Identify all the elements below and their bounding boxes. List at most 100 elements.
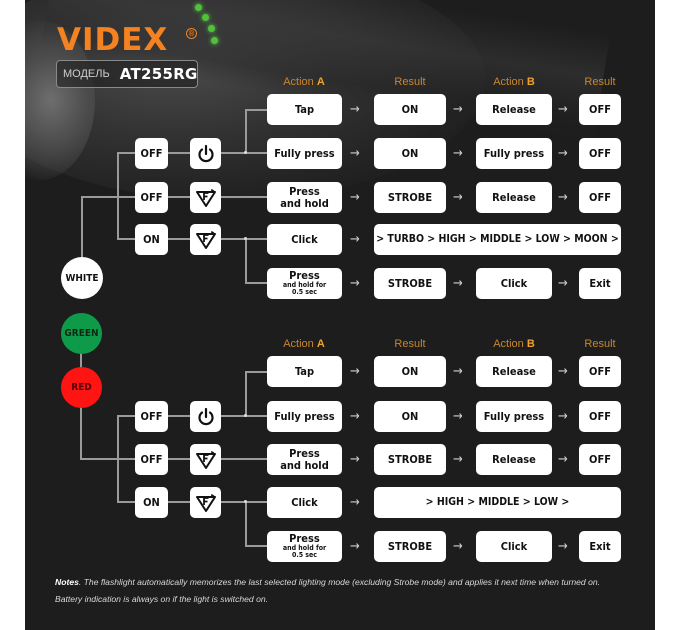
- connector-line: [80, 407, 82, 459]
- result-box: Exit: [579, 531, 621, 562]
- brand-logo: VIDEX: [57, 22, 169, 58]
- arrow-icon: →: [453, 364, 463, 379]
- notes: Notes. The flashlight automatically memo…: [55, 574, 655, 608]
- header-result: Result: [584, 76, 616, 88]
- state-box-on: ON: [135, 224, 168, 255]
- connector-line: [117, 415, 135, 417]
- connector-line: [81, 196, 135, 198]
- f-mode-icon: [195, 493, 216, 512]
- connector-line: [117, 415, 119, 502]
- state-box-off: OFF: [135, 182, 168, 213]
- junction-dot: [244, 237, 247, 240]
- connector-line: [245, 371, 247, 416]
- connector-line: [245, 371, 267, 373]
- result-box: OFF: [579, 182, 621, 213]
- mode-green: GREEN: [61, 313, 102, 354]
- action-a-line: Press: [289, 446, 320, 460]
- arrow-icon: →: [558, 102, 568, 117]
- arrow-icon: →: [350, 452, 360, 467]
- result-box: OFF: [579, 444, 621, 475]
- connector-line: [245, 109, 247, 153]
- action-a-box: Press and hold: [267, 444, 342, 475]
- power-button: [190, 401, 221, 432]
- action-b-box: Release: [476, 94, 552, 125]
- mode-button: [190, 224, 221, 255]
- action-a-line: and hold for: [282, 280, 327, 289]
- action-a-line: Press: [289, 184, 320, 198]
- indicator-led: [211, 37, 218, 44]
- action-a-box: Click: [267, 487, 342, 518]
- arrow-icon: →: [350, 146, 360, 161]
- arrow-icon: →: [453, 539, 463, 554]
- header-action-a: Action A: [283, 338, 325, 350]
- notes-label: Notes: [55, 577, 79, 587]
- action-a-box: Press and hold for 0.5 sec: [267, 531, 342, 562]
- mode-button: [190, 444, 221, 475]
- action-b-box: Fully press: [476, 138, 552, 169]
- action-a-box: Press and hold: [267, 182, 342, 213]
- state-box-off: OFF: [135, 138, 168, 169]
- arrow-icon: →: [453, 146, 463, 161]
- arrow-icon: →: [350, 539, 360, 554]
- action-a-line: and hold: [280, 196, 329, 210]
- result-box: ON: [374, 356, 446, 387]
- connector-line: [245, 282, 267, 284]
- f-mode-icon: [195, 450, 216, 469]
- action-b-box: Click: [476, 531, 552, 562]
- power-icon: [197, 144, 214, 162]
- header-result: Result: [394, 338, 426, 350]
- arrow-icon: →: [350, 409, 360, 424]
- arrow-icon: →: [558, 190, 568, 205]
- action-b-box: Click: [476, 268, 552, 299]
- arrow-icon: →: [558, 539, 568, 554]
- action-a-box: Press and hold for 0.5 sec: [267, 268, 342, 299]
- action-a-box: Tap: [267, 356, 342, 387]
- connector-line: [117, 238, 135, 240]
- result-box: ON: [374, 138, 446, 169]
- arrow-icon: →: [453, 276, 463, 291]
- header-result: Result: [394, 76, 426, 88]
- arrow-icon: →: [350, 190, 360, 205]
- connector-line: [80, 352, 82, 368]
- notes-text: . The flashlight automatically memorizes…: [78, 577, 601, 587]
- model-badge: МОДЕЛЬ AT255RG: [56, 60, 198, 88]
- registered-mark: ®: [186, 28, 197, 39]
- mode-red: RED: [61, 367, 102, 408]
- connector-line: [81, 196, 83, 257]
- action-b-box: Release: [476, 182, 552, 213]
- power-button: [190, 138, 221, 169]
- connector-line: [117, 152, 119, 239]
- arrow-icon: →: [558, 146, 568, 161]
- connector-line: [168, 501, 190, 503]
- result-box: OFF: [579, 356, 621, 387]
- arrow-icon: →: [558, 452, 568, 467]
- connector-line: [168, 415, 190, 417]
- result-box: Exit: [579, 268, 621, 299]
- result-box: STROBE: [374, 268, 446, 299]
- connector-line: [245, 545, 267, 547]
- connector-line: [221, 196, 267, 198]
- model-label: МОДЕЛЬ: [63, 68, 110, 80]
- result-box: OFF: [579, 138, 621, 169]
- result-box: STROBE: [374, 182, 446, 213]
- connector-line: [117, 152, 135, 154]
- mode-white: WHITE: [61, 257, 103, 299]
- action-a-line: and hold: [280, 458, 329, 472]
- connector-line: [168, 238, 190, 240]
- action-a-line: 0.5 sec: [291, 551, 318, 560]
- model-value: AT255RG: [119, 65, 198, 83]
- arrow-icon: →: [558, 409, 568, 424]
- arrow-icon: →: [453, 452, 463, 467]
- connector-line: [245, 501, 247, 546]
- action-a-box: Fully press: [267, 401, 342, 432]
- action-a-line: Press: [289, 532, 320, 546]
- action-a-box: Fully press: [267, 138, 342, 169]
- result-box: ON: [374, 94, 446, 125]
- connector-line: [245, 238, 247, 283]
- instruction-panel: VIDEX ® МОДЕЛЬ AT255RG Action A Result A…: [25, 0, 655, 630]
- action-a-box: Tap: [267, 94, 342, 125]
- connector-line: [245, 109, 267, 111]
- result-box: ON: [374, 401, 446, 432]
- junction-dot: [244, 414, 247, 417]
- mode-button: [190, 487, 221, 518]
